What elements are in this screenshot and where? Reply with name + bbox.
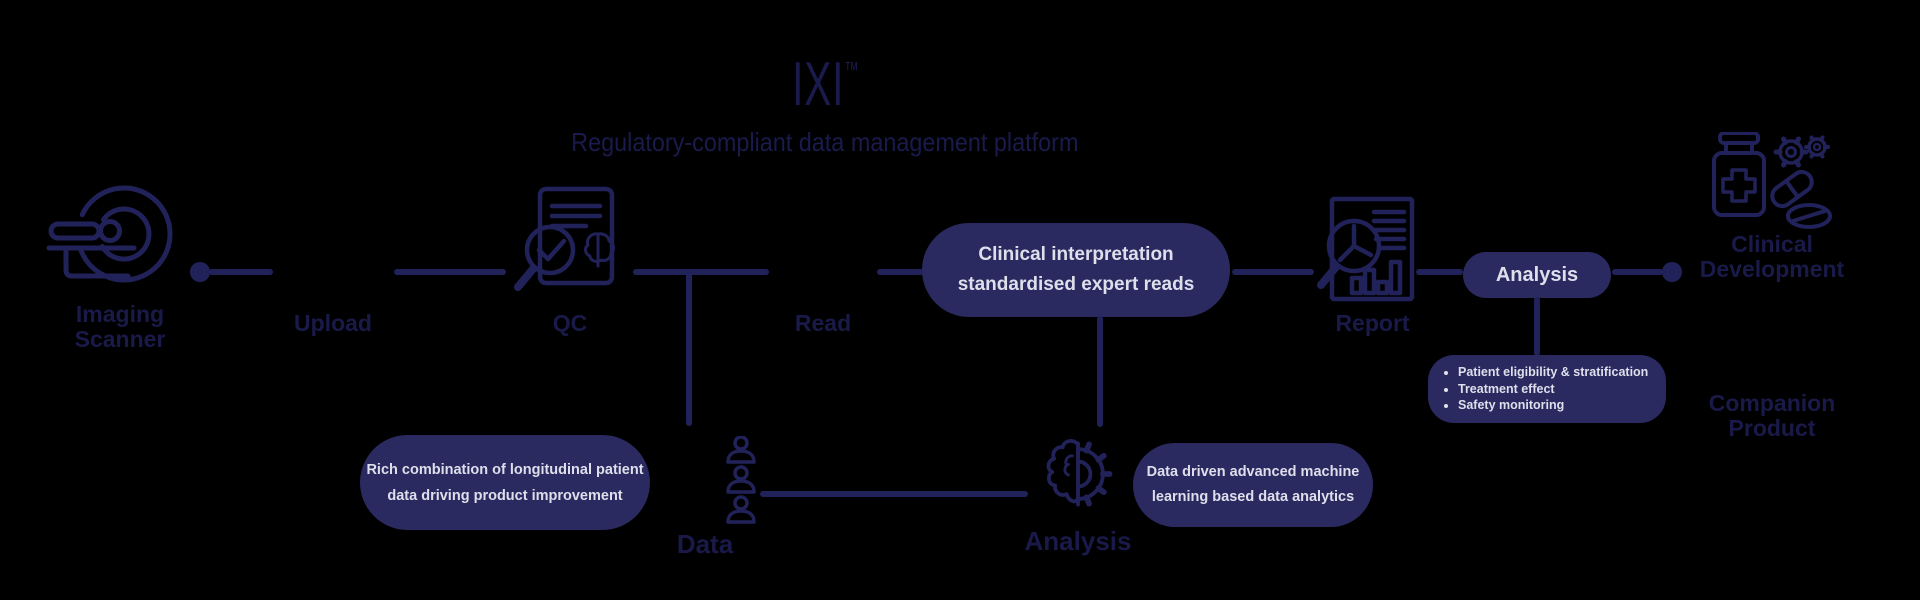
connector-line-down-bullets — [1534, 297, 1540, 356]
report-label: Report — [1335, 310, 1410, 336]
mri-scanner-icon — [46, 182, 186, 304]
connector-dot-left — [190, 262, 210, 282]
report-analytics-icon — [1316, 196, 1420, 310]
connector-line — [877, 269, 924, 275]
analysis-pill: Analysis — [1463, 252, 1611, 298]
connector-line — [1612, 269, 1663, 275]
page-subtitle: Regulatory-compliant data management pla… — [571, 127, 1079, 157]
read-label: Read — [794, 310, 852, 336]
data-label: Data — [676, 529, 734, 559]
connector-line — [209, 269, 273, 275]
list-item: Patient eligibility & stratification — [1458, 364, 1648, 381]
analysis-details-list: Patient eligibility & stratification Tre… — [1428, 364, 1656, 414]
connector-line-down-data — [686, 273, 692, 426]
upload-label: Upload — [294, 310, 372, 336]
platform-name: IXI — [791, 50, 844, 119]
analysis-details-bubble: Patient eligibility & stratification Tre… — [1428, 355, 1666, 423]
data-driven-bubble: Data driven advanced machine learning ba… — [1133, 443, 1373, 527]
list-item: Safety monitoring — [1458, 397, 1648, 414]
drug-development-icon — [1710, 132, 1835, 237]
connector-line — [1232, 269, 1314, 275]
connector-dot-right — [1662, 262, 1682, 282]
connector-line — [394, 269, 506, 275]
ml-analysis-label: Analysis — [1024, 526, 1132, 556]
list-item: Treatment effect — [1458, 381, 1648, 398]
connector-line — [1416, 269, 1463, 275]
clinical-interpretation-bubble: Clinical interpretation standardised exp… — [922, 223, 1230, 317]
header: IXI™ Regulatory-compliant data managemen… — [460, 38, 1190, 158]
page-title: IXI™ — [460, 38, 1190, 117]
qc-label: QC — [552, 310, 588, 336]
patients-icon — [724, 436, 758, 524]
connector-line-data-analysis — [760, 491, 1028, 497]
connector-line — [633, 269, 769, 275]
connector-line-down-analysis — [1097, 316, 1103, 427]
rich-combination-bubble: Rich combination of longitudinal patient… — [360, 435, 650, 530]
clinical-development-label: Clinical Development — [1699, 231, 1845, 282]
imaging-scanner-label: Imaging Scanner — [74, 301, 166, 352]
companion-product-label: Companion Product — [1708, 390, 1836, 441]
brain-gear-icon — [1034, 430, 1122, 518]
qc-report-icon — [506, 186, 630, 308]
trademark-symbol: ™ — [843, 57, 859, 82]
